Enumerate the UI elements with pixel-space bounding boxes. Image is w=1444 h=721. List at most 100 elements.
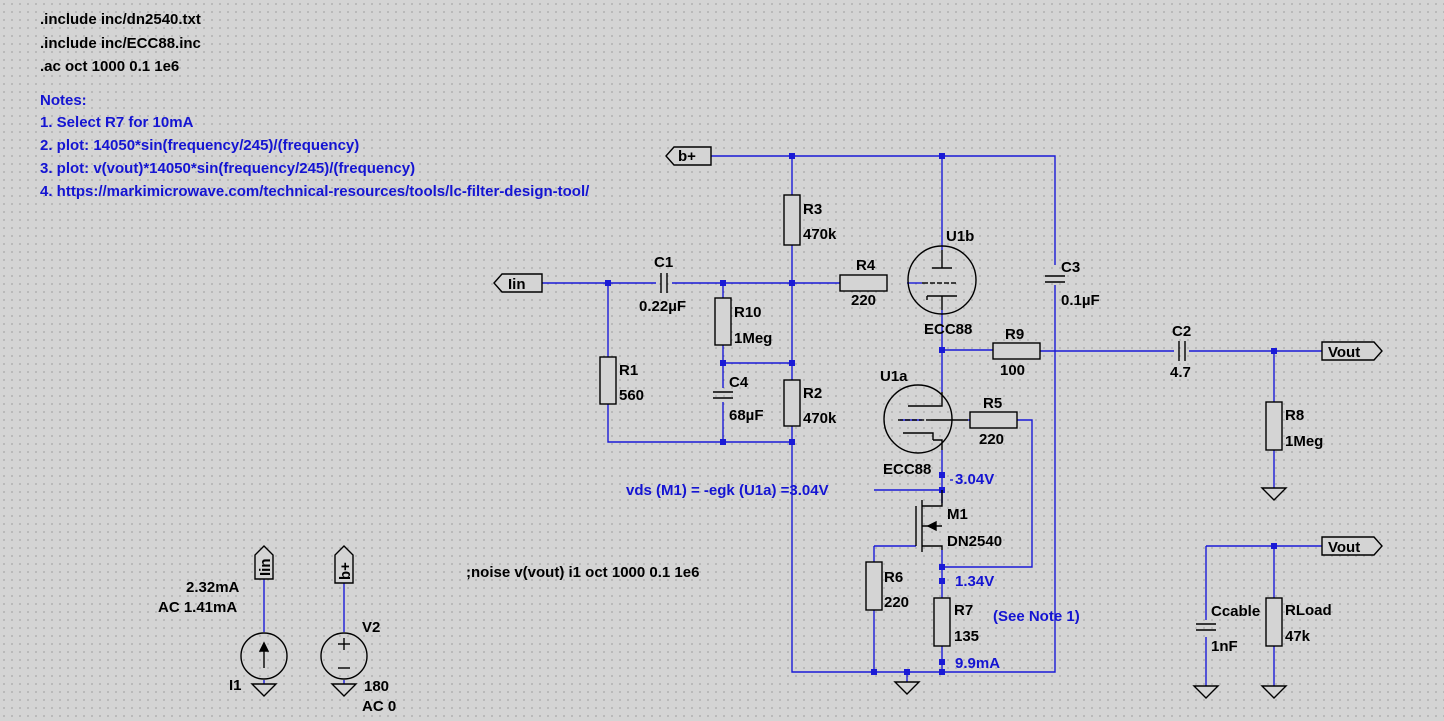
svg-text:Vout: Vout [1328, 344, 1360, 361]
c3-value: 0.1µF [1061, 292, 1100, 309]
r4-value: 220 [851, 292, 876, 309]
rload-name: RLoad [1285, 602, 1332, 619]
svg-text:Iin: Iin [257, 559, 274, 577]
wires [263, 155, 1322, 686]
resistor-r9[interactable] [992, 342, 1041, 360]
r4-name: R4 [856, 257, 876, 274]
ground-icon-i1 [250, 683, 278, 697]
resistor-r1[interactable] [599, 356, 617, 405]
current-source-i1[interactable] [240, 632, 288, 680]
resistor-r4[interactable] [839, 274, 888, 292]
note-2[interactable]: 2. plot: 14050*sin(frequency/245)/(frequ… [40, 137, 359, 154]
note-3[interactable]: 3. plot: v(vout)*14050*sin(frequency/245… [40, 160, 415, 177]
r1-value: 560 [619, 387, 644, 404]
r2-value: 470k [803, 410, 837, 427]
u1b-value: ECC88 [924, 321, 972, 338]
r6-value: 220 [884, 594, 909, 611]
see-note-annotation[interactable]: (See Note 1) [993, 608, 1080, 625]
note-1[interactable]: 1. Select R7 for 10mA [40, 114, 194, 131]
r5-name: R5 [983, 395, 1002, 412]
v2-ac-value: AC 0 [362, 698, 396, 715]
note-4[interactable]: 4. https://markimicrowave.com/technical-… [40, 183, 590, 200]
capacitor-c1[interactable] [660, 273, 668, 293]
triode-u1b[interactable] [907, 245, 977, 315]
ccable-name: Ccable [1211, 603, 1260, 620]
vds-annotation[interactable]: vds (M1) = -egk (U1a) =3.04V [626, 482, 829, 499]
r10-name: R10 [734, 304, 762, 321]
v2-dc-value: 180 [364, 678, 389, 695]
resistor-r10[interactable] [714, 297, 732, 346]
svg-text:b+: b+ [678, 148, 696, 165]
c2-name: C2 [1172, 323, 1191, 340]
i1-dc-value: 2.32mA [186, 579, 240, 596]
ground-icon-rload [1260, 685, 1288, 699]
label-bplus-top[interactable]: b+ [665, 146, 712, 166]
u1a-value: ECC88 [883, 461, 931, 478]
noise-directive[interactable]: ;noise v(vout) i1 oct 1000 0.1 1e6 [466, 564, 699, 581]
ground-icon-main [893, 681, 921, 695]
i1-ac-value: AC 1.41mA [158, 599, 237, 616]
r6-name: R6 [884, 569, 903, 586]
u1a-name: U1a [880, 368, 908, 385]
r7-value: 135 [954, 628, 979, 645]
m1-name: M1 [947, 506, 968, 523]
ground-icon-v2 [330, 683, 358, 697]
m1-value: DN2540 [947, 533, 1002, 550]
r8-value: 1Meg [1285, 433, 1323, 450]
notes-title[interactable]: Notes: [40, 92, 87, 109]
label-bplus-source[interactable]: b+ [334, 545, 354, 584]
resistor-r6[interactable] [865, 561, 883, 611]
directive-include-dn2540[interactable]: .include inc/dn2540.txt [40, 11, 201, 28]
r2-name: R2 [803, 385, 822, 402]
junction-dots [605, 153, 1277, 675]
r9-name: R9 [1005, 326, 1024, 343]
r1-name: R1 [619, 362, 638, 379]
ground-icon-r8 [1260, 487, 1288, 501]
c2-value: 4.7 [1170, 364, 1191, 381]
c1-name: C1 [654, 254, 673, 271]
capacitor-ccable[interactable] [1196, 623, 1216, 631]
c4-value: 68µF [729, 407, 764, 424]
label-iin-left[interactable]: Iin [493, 273, 543, 293]
resistor-r8[interactable] [1265, 401, 1283, 451]
voltage-source-v2[interactable] [320, 632, 368, 680]
ccable-value: 1nF [1211, 638, 1238, 655]
drain-voltage-label: 3.04V [955, 471, 994, 488]
directive-ac[interactable]: .ac oct 1000 0.1 1e6 [40, 58, 179, 75]
r9-value: 100 [1000, 362, 1025, 379]
svg-text:Vout: Vout [1328, 539, 1360, 556]
label-iin-source[interactable]: Iin [254, 545, 274, 580]
c3-name: C3 [1061, 259, 1080, 276]
rload-value: 47k [1285, 628, 1311, 645]
i1-name: I1 [229, 677, 242, 694]
resistor-rload[interactable] [1265, 597, 1283, 647]
r3-name: R3 [803, 201, 822, 218]
ground-icon-ccable [1192, 685, 1220, 699]
r10-value: 1Meg [734, 330, 772, 347]
svg-text:b+: b+ [337, 562, 354, 580]
v2-name: V2 [362, 619, 380, 636]
c1-value: 0.22µF [639, 298, 686, 315]
capacitor-c2[interactable] [1178, 341, 1186, 361]
r5-value: 220 [979, 431, 1004, 448]
triode-u1a[interactable] [883, 384, 968, 454]
source-voltage-label: 1.34V [955, 573, 994, 590]
c4-name: C4 [729, 374, 749, 391]
r3-value: 470k [803, 226, 837, 243]
capacitor-c3[interactable] [1045, 275, 1065, 283]
resistor-r2[interactable] [783, 379, 801, 427]
r8-name: R8 [1285, 407, 1304, 424]
resistor-r3[interactable] [783, 194, 801, 246]
label-vout-main[interactable]: Vout [1321, 341, 1383, 361]
resistor-r5[interactable] [969, 411, 1018, 429]
r7-current-label: 9.9mA [955, 655, 1000, 672]
capacitor-c4[interactable] [713, 391, 733, 399]
label-vout-load[interactable]: Vout [1321, 536, 1383, 556]
mosfet-m1[interactable] [915, 490, 943, 552]
resistor-r7[interactable] [933, 597, 951, 647]
directive-include-ecc88[interactable]: .include inc/ECC88.inc [40, 35, 201, 52]
svg-text:Iin: Iin [508, 276, 526, 293]
u1b-name: U1b [946, 228, 974, 245]
r7-name: R7 [954, 602, 973, 619]
